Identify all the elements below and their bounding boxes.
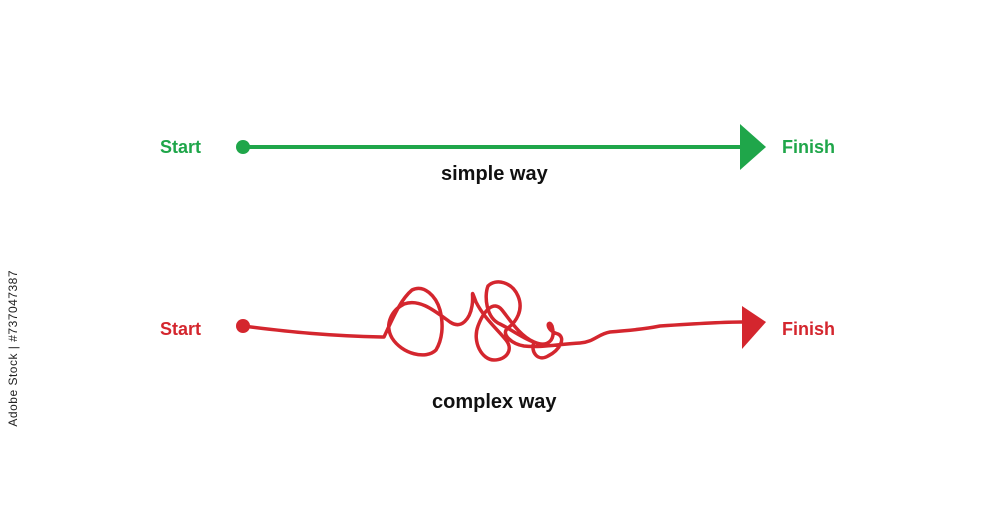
watermark-side-text: Adobe Stock | #737047387 [6,270,20,427]
simple-path-group [236,124,766,170]
complex-caption: complex way [432,391,557,413]
simple-caption: simple way [441,163,548,185]
simple-finish-label: Finish [782,137,835,157]
simple-arrowhead [740,124,766,170]
complex-finish-label: Finish [782,319,835,339]
complex-tangled-path [241,280,744,362]
simple-start-label: Start [160,137,202,157]
complex-arrowhead [742,306,766,349]
complex-path-group [236,280,766,362]
complex-start-label: Start [160,319,202,339]
